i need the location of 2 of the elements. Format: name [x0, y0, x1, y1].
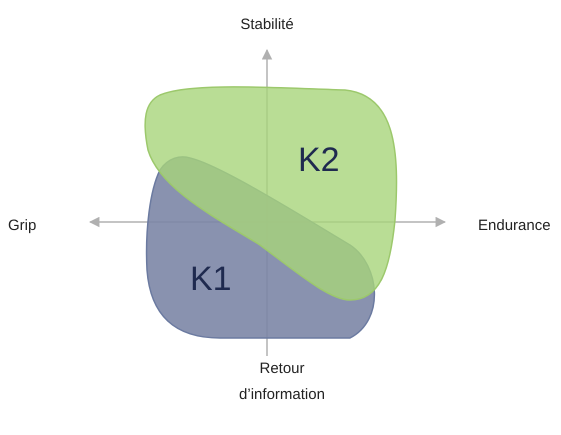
region-label: K1 — [190, 262, 232, 296]
region-label: K2 — [298, 143, 340, 177]
